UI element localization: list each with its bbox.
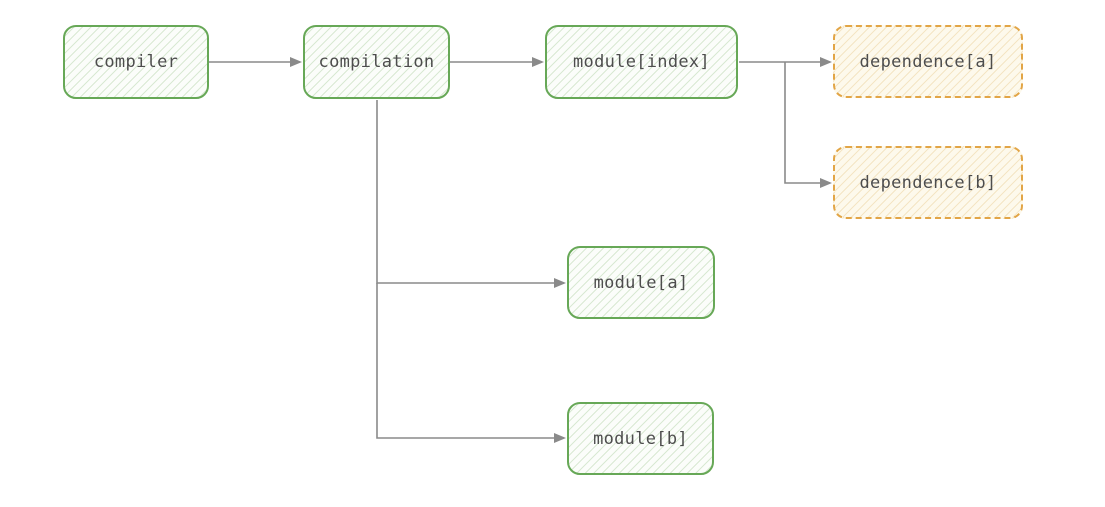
node-compiler: compiler [63,25,209,99]
node-module-index: module[index] [545,25,738,99]
edge-compilation-module-a [376,100,566,288]
edge-compilation-module-b [376,283,566,443]
node-compilation: compilation [303,25,450,99]
node-dependence-b: dependence[b] [833,146,1023,219]
edge-module-index-dependence-b [784,62,832,188]
node-module-a: module[a] [567,246,715,319]
node-module-b: module[b] [567,402,714,475]
node-dependence-a: dependence[a] [833,25,1023,98]
